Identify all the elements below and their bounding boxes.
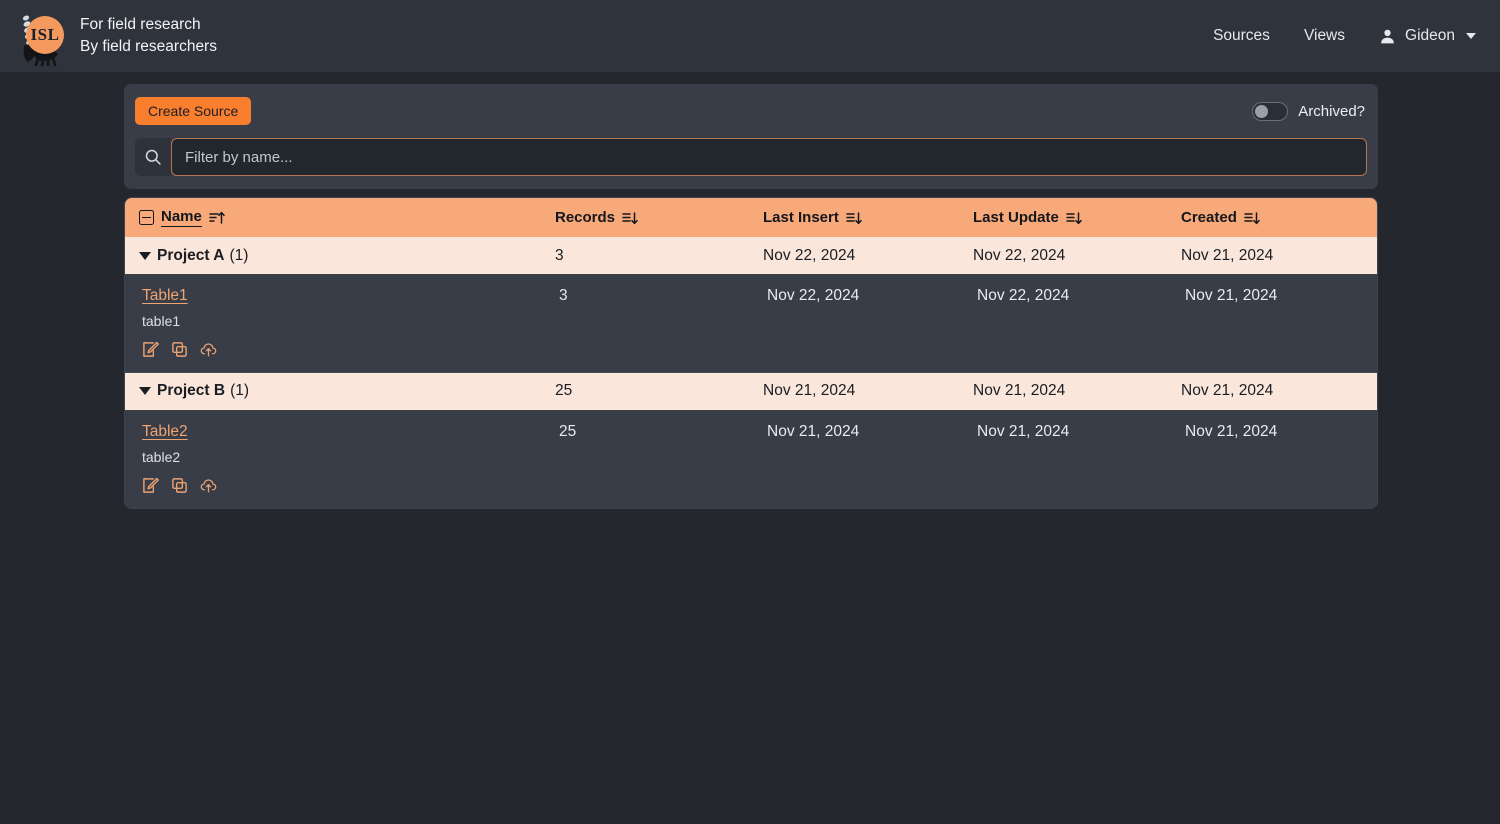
isl-feather-logo: ISL [14, 8, 66, 66]
toggle-knob [1255, 104, 1269, 118]
brand: ISL For field research By field research… [14, 8, 217, 66]
tagline-line-1: For field research [80, 15, 201, 33]
toolbar-top-row: Create Source Archived? [135, 96, 1367, 126]
group-title: Project B [157, 382, 226, 400]
table-header: Name Records [125, 198, 1377, 237]
table-row: Table1 table1 [125, 274, 1377, 373]
table-slug: table1 [142, 313, 181, 329]
archived-toggle[interactable] [1252, 101, 1289, 121]
sources-table-panel: Name Records [124, 197, 1378, 509]
group-count: (1) [229, 246, 249, 264]
column-header-last-insert[interactable]: Last Insert [763, 198, 973, 237]
group-last-insert: Nov 22, 2024 [763, 237, 973, 274]
group-created: Nov 21, 2024 [1181, 372, 1377, 410]
row-name-cell: Table1 table1 [125, 274, 555, 373]
table-slug: table2 [142, 448, 181, 465]
group-row[interactable]: Project A (1) 3 Nov 22, 2024 Nov 22, 202… [125, 237, 1377, 274]
user-name: Gideon [1405, 27, 1455, 44]
logo-circle: ISL [26, 16, 64, 54]
row-records: 3 [555, 274, 763, 373]
sources-table: Name Records [125, 198, 1377, 508]
row-records: 25 [555, 409, 763, 508]
group-records: 25 [555, 372, 763, 410]
archived-label: Archived? [1298, 102, 1365, 120]
row-last-insert: Nov 22, 2024 [763, 274, 973, 373]
chevron-collapse-icon[interactable] [139, 387, 151, 396]
column-header-created[interactable]: Created [1181, 198, 1377, 237]
table-body: Project A (1) 3 Nov 22, 2024 Nov 22, 202… [125, 237, 1377, 508]
brand-tagline: For field research By field researchers [80, 14, 217, 59]
logo-text: ISL [30, 25, 60, 44]
edit-icon[interactable] [142, 477, 159, 494]
column-label-name: Name [161, 208, 202, 227]
nav-right: Sources Views Gideon [1213, 27, 1476, 45]
sort-asc-icon [209, 211, 225, 224]
create-source-button[interactable]: Create Source [135, 97, 252, 125]
column-header-name[interactable]: Name [125, 198, 555, 237]
page-body: Create Source Archived? [0, 72, 1500, 509]
copy-icon[interactable] [171, 477, 188, 494]
group-title: Project A [157, 246, 225, 264]
table-row: Table2 table2 [125, 409, 1377, 508]
search-row [135, 138, 1367, 176]
column-header-records[interactable]: Records [555, 198, 763, 237]
row-last-insert: Nov 21, 2024 [763, 409, 973, 508]
sort-desc-icon [1244, 211, 1260, 224]
user-menu[interactable]: Gideon [1379, 27, 1476, 45]
column-label-records: Records [555, 209, 616, 226]
person-icon [1381, 29, 1394, 43]
select-all-checkbox[interactable] [139, 210, 154, 225]
top-navbar: ISL For field research By field research… [0, 0, 1500, 72]
column-label-last-insert: Last Insert [763, 209, 839, 226]
table-header-row: Name Records [125, 198, 1377, 237]
search-input[interactable] [171, 138, 1367, 176]
table-link[interactable]: Table2 [142, 422, 188, 440]
nav-link-views[interactable]: Views [1303, 27, 1346, 44]
row-actions [142, 477, 555, 494]
sort-desc-icon [846, 211, 862, 224]
nav-link-sources[interactable]: Sources [1213, 27, 1270, 44]
edit-icon[interactable] [142, 341, 159, 358]
column-header-last-update[interactable]: Last Update [973, 198, 1181, 237]
group-created: Nov 21, 2024 [1181, 237, 1377, 274]
chevron-collapse-icon[interactable] [139, 251, 151, 260]
column-label-created: Created [1181, 209, 1237, 226]
search-icon [145, 149, 161, 165]
sort-desc-icon [622, 211, 638, 224]
row-created: Nov 21, 2024 [1181, 274, 1377, 373]
upload-cloud-icon[interactable] [200, 477, 217, 494]
toolbar-panel: Create Source Archived? [124, 84, 1378, 189]
upload-cloud-icon[interactable] [200, 341, 217, 358]
group-last-update: Nov 21, 2024 [973, 372, 1181, 410]
row-actions [142, 341, 555, 358]
sort-desc-icon [1066, 211, 1082, 224]
copy-icon[interactable] [171, 341, 188, 358]
column-label-last-update: Last Update [973, 209, 1059, 226]
group-count: (1) [230, 382, 250, 400]
group-row[interactable]: Project B (1) 25 Nov 21, 2024 Nov 21, 20… [125, 372, 1377, 410]
group-name-cell: Project B (1) [125, 372, 555, 410]
search-icon-addon[interactable] [135, 138, 171, 176]
group-records: 3 [555, 237, 763, 274]
group-name-cell: Project A (1) [125, 237, 555, 274]
row-last-update: Nov 22, 2024 [973, 274, 1181, 373]
chevron-down-icon [1466, 33, 1476, 39]
row-name-cell: Table2 table2 [125, 409, 555, 508]
archived-toggle-group: Archived? [1252, 101, 1367, 121]
table-link[interactable]: Table1 [142, 287, 188, 304]
row-last-update: Nov 21, 2024 [973, 409, 1181, 508]
row-created: Nov 21, 2024 [1181, 409, 1377, 508]
tagline-line-2: By field researchers [80, 38, 217, 55]
group-last-insert: Nov 21, 2024 [763, 372, 973, 410]
group-last-update: Nov 22, 2024 [973, 237, 1181, 274]
